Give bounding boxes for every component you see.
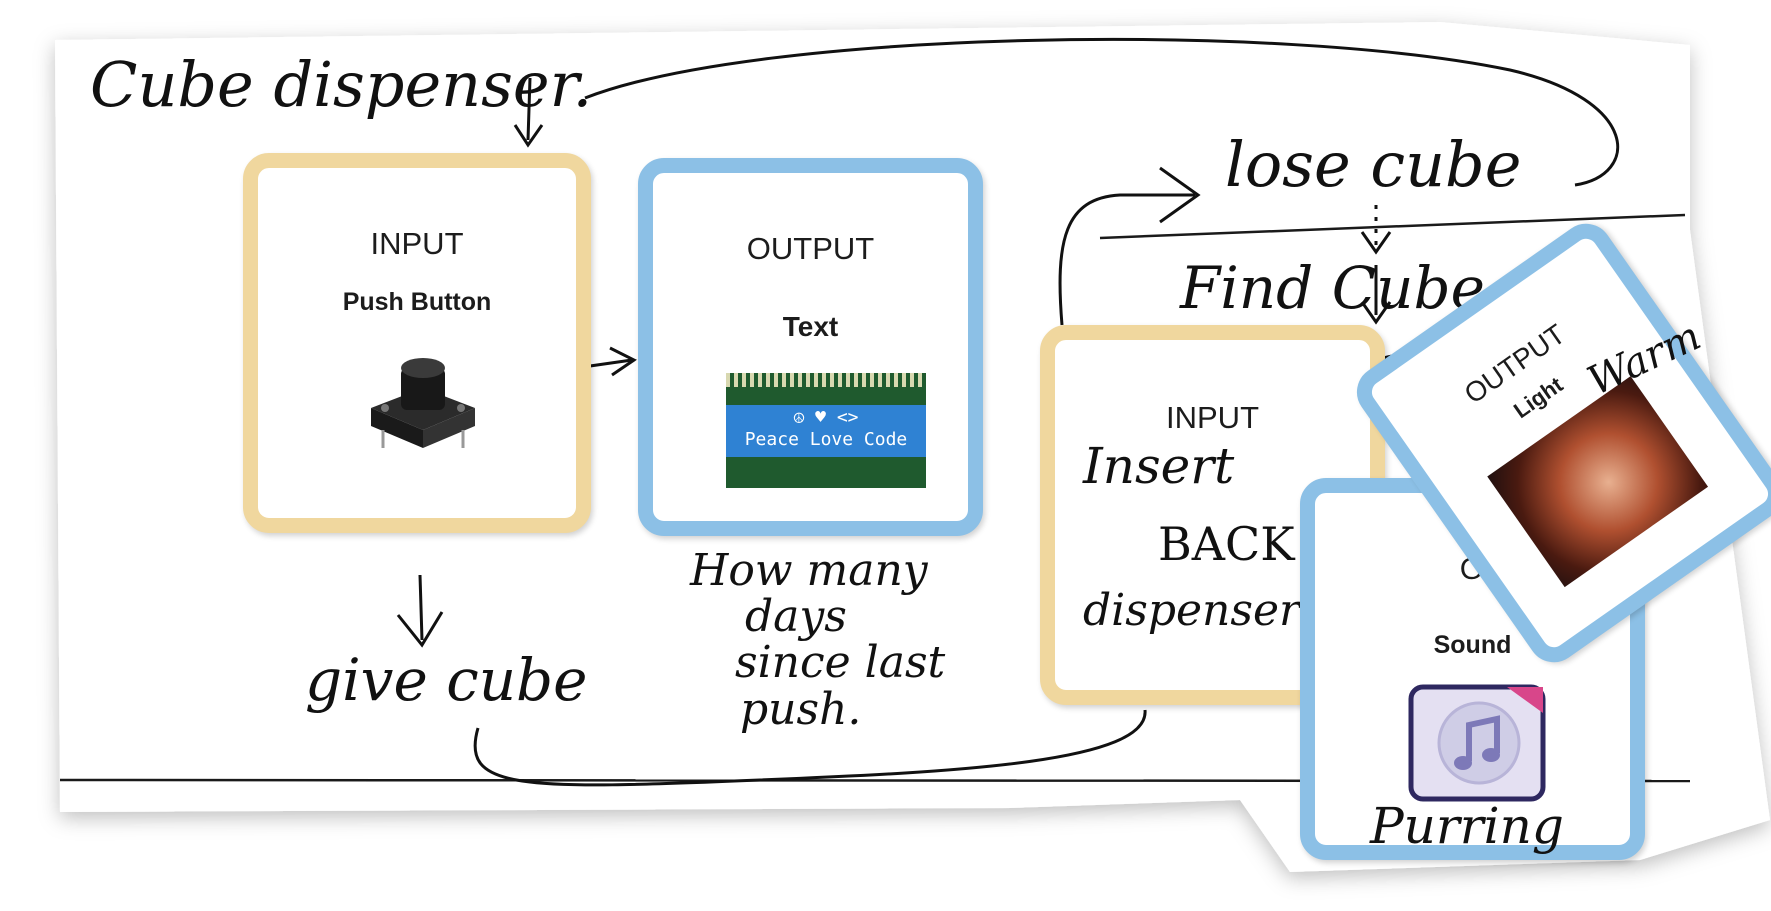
push-button-icon bbox=[371, 358, 475, 448]
arrowhead bbox=[1360, 231, 1392, 255]
rule-line-top-right bbox=[1099, 213, 1686, 240]
note-line: since last bbox=[735, 637, 946, 689]
arrowhead bbox=[513, 124, 544, 148]
loop-arrow bbox=[584, 37, 1620, 187]
arrow-to-input bbox=[526, 77, 532, 141]
note-lose-cube: lose cube bbox=[1225, 128, 1522, 201]
card-kind-label: OUTPUT bbox=[746, 231, 875, 266]
card-component-label: Text bbox=[782, 311, 839, 342]
note-find-cube: Find Cube bbox=[1180, 254, 1485, 322]
lcd-words: Peace Love Code bbox=[744, 429, 908, 450]
card-kind-label: INPUT bbox=[1166, 400, 1259, 435]
note-dispenser: dispenser bbox=[1083, 585, 1301, 636]
arrow-to-lose-cube bbox=[1058, 193, 1195, 326]
lcd-screen: ☮ ♥ <> Peace Love Code bbox=[726, 405, 926, 457]
note-line: push. bbox=[740, 683, 862, 735]
lcd-display-icon: ☮ ♥ <> Peace Love Code bbox=[726, 373, 926, 488]
note-back: BACK bbox=[1158, 517, 1295, 571]
diagram-title: Cube dispenser. bbox=[90, 48, 593, 121]
lcd-pins bbox=[726, 373, 926, 387]
arrowhead bbox=[609, 346, 637, 377]
lcd-glyphs: ☮ ♥ <> bbox=[793, 407, 859, 428]
note-how-many-days: How many days since last push. bbox=[690, 545, 945, 733]
card-component-label: Push Button bbox=[342, 288, 492, 316]
note-insert: Insert bbox=[1083, 437, 1235, 495]
arrowhead bbox=[1159, 166, 1201, 224]
arrowhead bbox=[1360, 301, 1392, 325]
arrowhead bbox=[396, 611, 444, 648]
note-give-cube: give cube bbox=[305, 646, 588, 714]
card-kind-label: INPUT bbox=[370, 226, 464, 261]
note-purring: Purring bbox=[1370, 797, 1564, 855]
note-line: How many bbox=[690, 545, 928, 596]
card-component-label: Sound bbox=[1433, 631, 1512, 659]
card-output-text[interactable]: OUTPUT Text ☮ ♥ <> Peace Love Code bbox=[638, 158, 983, 536]
card-input-push-button[interactable]: INPUT Push Button bbox=[243, 153, 591, 533]
arrow-input-to-output bbox=[589, 358, 633, 368]
return-loop bbox=[473, 709, 1147, 787]
music-note-icon bbox=[1408, 684, 1546, 802]
arrow-down-give bbox=[418, 574, 424, 641]
note-line: days bbox=[745, 591, 847, 643]
